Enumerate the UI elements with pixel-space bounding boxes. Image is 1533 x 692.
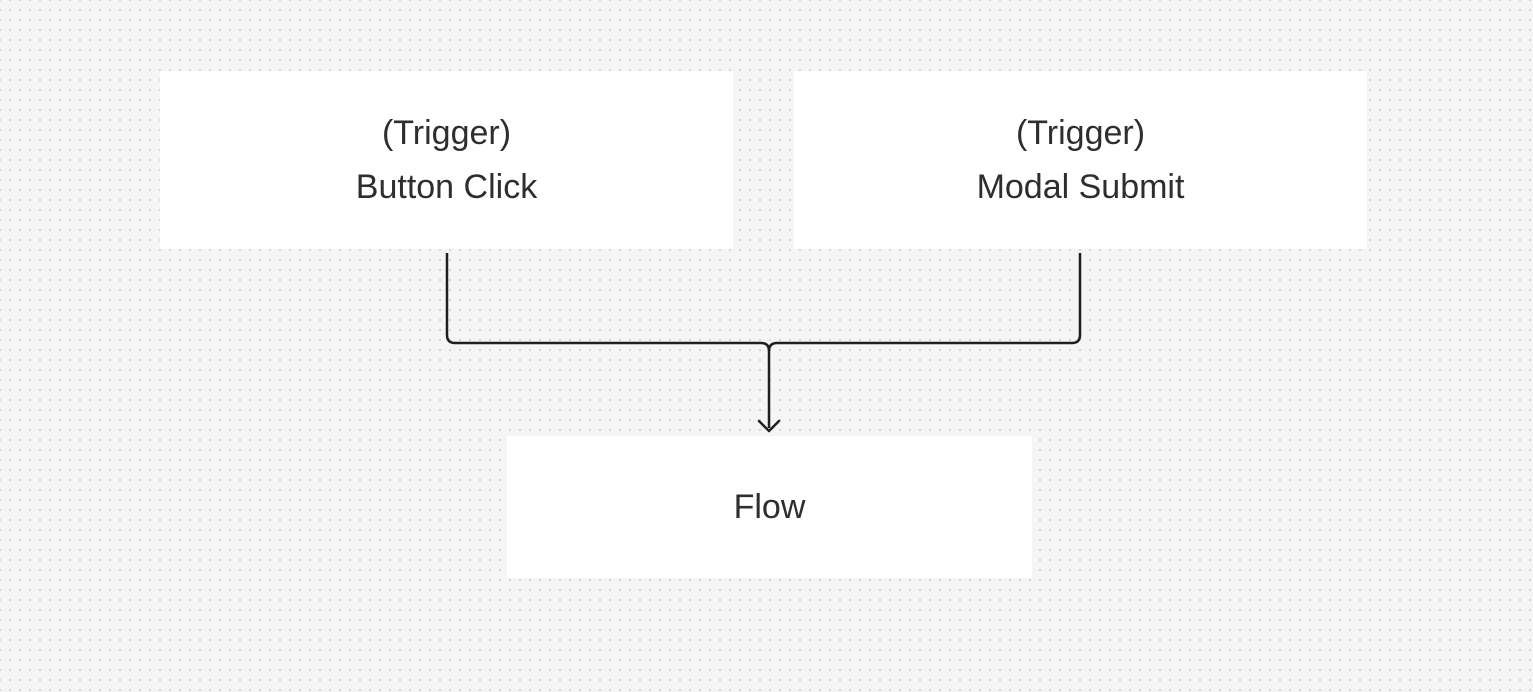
node-type-label: (Trigger) [1015, 114, 1146, 152]
node-title: Button Click [355, 168, 538, 206]
arrowhead-icon [757, 419, 781, 433]
node-title: Flow [733, 488, 806, 526]
node-title: Modal Submit [976, 168, 1185, 206]
node-modal-submit-trigger[interactable]: (Trigger) Modal Submit [794, 71, 1367, 249]
node-button-click-trigger[interactable]: (Trigger) Button Click [160, 71, 733, 249]
node-type-label: (Trigger) [381, 114, 512, 152]
connector-button-click-to-flow [445, 253, 771, 428]
connector-modal-submit-to-flow [767, 253, 1082, 352]
node-flow[interactable]: Flow [507, 436, 1032, 578]
